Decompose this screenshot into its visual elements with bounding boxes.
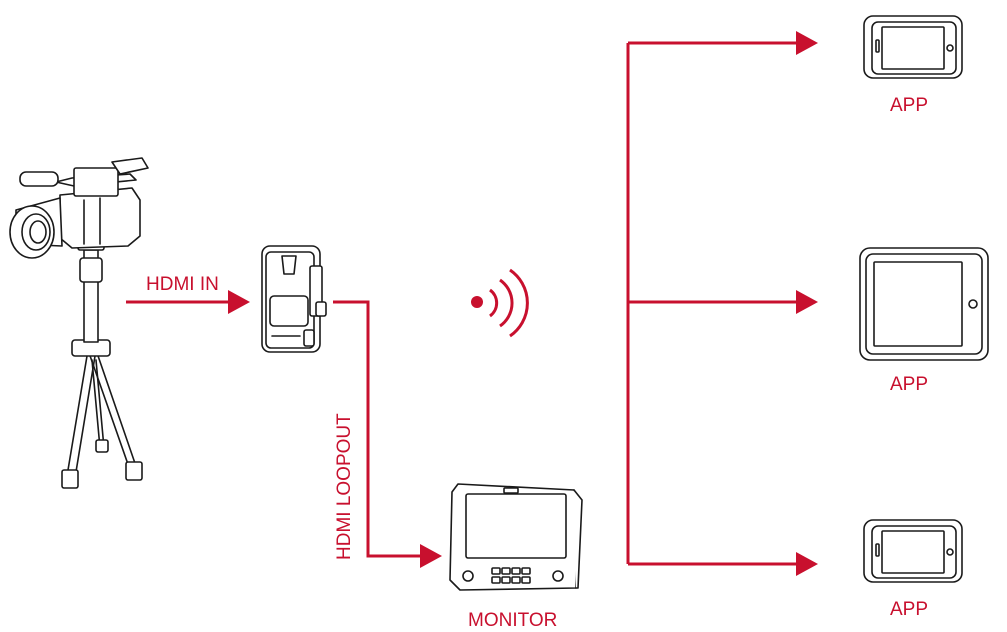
app-label-top: APP [890,95,928,116]
wireless-transmitter-icon [261,245,327,353]
smartphone-icon [863,519,963,583]
smartphone-icon [863,15,963,79]
field-monitor-icon [449,483,583,591]
hdmi-loopout-link: HDMI LOOPOUT [333,300,442,568]
app-label-middle: APP [890,374,928,395]
app-label-bottom: APP [890,599,928,620]
wireless-signal-icon [471,268,529,338]
hdmi-in-label: HDMI IN [146,274,219,295]
hdmi-in-link: HDMI IN [126,274,250,314]
monitor-label: MONITOR [468,610,557,631]
tablet-icon [859,247,989,361]
hdmi-loopout-label: HDMI LOOPOUT [334,413,355,560]
app-distribution-links [626,31,818,576]
camcorder-on-tripod-icon [9,157,149,489]
